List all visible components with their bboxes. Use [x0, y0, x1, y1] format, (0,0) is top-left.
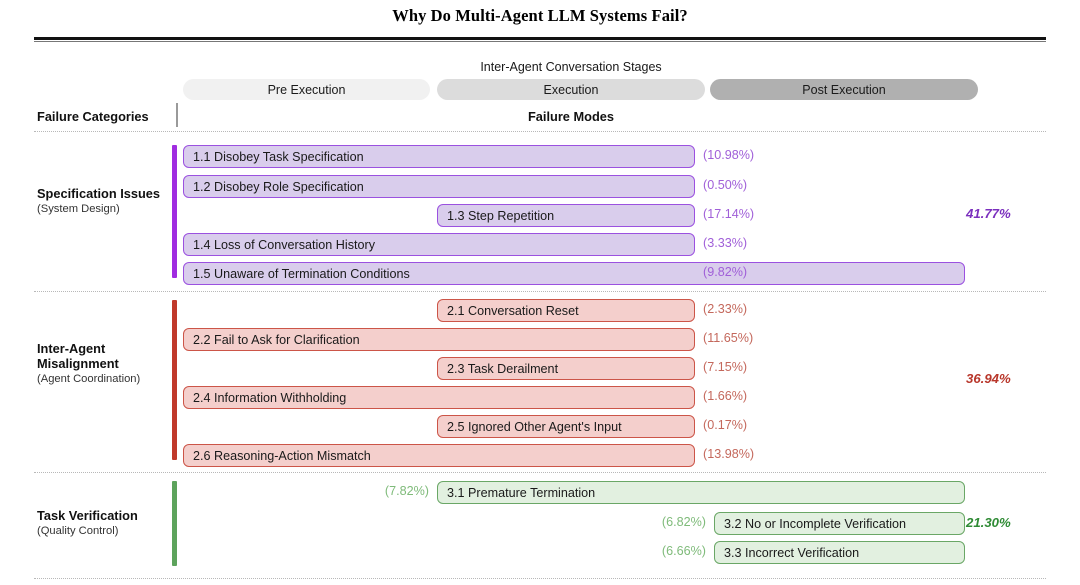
failure-mode-pct-2-2: (11.65%)	[703, 331, 754, 345]
failure-mode-bar-1-4[interactable]: 1.4 Loss of Conversation History	[183, 233, 695, 256]
failure-mode-label: 1.2 Disobey Role Specification	[193, 179, 364, 194]
failure-mode-pct-2-6: (13.98%)	[703, 447, 755, 461]
failure-mode-bar-1-1[interactable]: 1.1 Disobey Task Specification	[183, 145, 695, 168]
failure-mode-label: 2.5 Ignored Other Agent's Input	[447, 419, 622, 434]
failure-mode-label: 1.5 Unaware of Termination Conditions	[193, 266, 410, 281]
failure-mode-pct-2-5: (0.17%)	[703, 418, 748, 432]
category-total-specification: 41.77%	[966, 206, 1011, 221]
failure-mode-bar-3-2[interactable]: 3.2 No or Incomplete Verification	[714, 512, 965, 535]
failure-mode-pct-3-2: (6.82%)	[661, 515, 706, 529]
stage-pill-pre-execution: Pre Execution	[183, 79, 430, 100]
failure-mode-label: 2.6 Reasoning-Action Mismatch	[193, 448, 371, 463]
category-name: Specification Issues	[37, 186, 161, 201]
section-divider-2	[34, 472, 1046, 473]
section-divider-1	[34, 291, 1046, 292]
failure-mode-pct-1-1: (10.98%)	[703, 148, 755, 162]
failure-mode-label: 1.4 Loss of Conversation History	[193, 237, 375, 252]
category-subtitle: (System Design)	[37, 203, 120, 215]
category-total-misalignment: 36.94%	[966, 371, 1011, 386]
failure-mode-pct-1-5: (9.82%)	[703, 265, 748, 279]
failure-mode-pct-1-4: (3.33%)	[703, 236, 748, 250]
failure-mode-label: 2.4 Information Withholding	[193, 390, 347, 405]
failure-mode-bar-1-2[interactable]: 1.2 Disobey Role Specification	[183, 175, 695, 198]
category-name: Task Verification	[37, 508, 138, 523]
header-divider-vertical	[176, 103, 178, 127]
failure-mode-label: 3.1 Premature Termination	[447, 485, 596, 500]
category-label-inter-agent-misalignment: Inter-Agent Misalignment (Agent Coordina…	[37, 341, 177, 386]
page-title: Why Do Multi-Agent LLM Systems Fail?	[392, 6, 688, 25]
failure-modes-header: Failure Modes	[527, 109, 615, 124]
failure-mode-pct-1-2: (0.50%)	[703, 178, 748, 192]
failure-mode-bar-2-2[interactable]: 2.2 Fail to Ask for Clarification	[183, 328, 695, 351]
failure-mode-label: 2.3 Task Derailment	[447, 361, 559, 376]
category-total-verification: 21.30%	[966, 515, 1011, 530]
failure-mode-bar-1-3[interactable]: 1.3 Step Repetition	[437, 204, 695, 227]
title-divider	[34, 37, 1046, 40]
stage-pill-post-execution: Post Execution	[710, 79, 978, 100]
stage-pill-execution: Execution	[437, 79, 705, 100]
category-subtitle: (Agent Coordination)	[37, 373, 141, 385]
section-divider-bottom	[34, 578, 1046, 579]
title-divider-thin	[34, 41, 1046, 42]
category-name: Inter-Agent Misalignment	[37, 341, 119, 371]
category-accent-bar-specification	[172, 145, 177, 278]
failure-mode-bar-2-1[interactable]: 2.1 Conversation Reset	[437, 299, 695, 322]
failure-mode-bar-3-1[interactable]: 3.1 Premature Termination	[437, 481, 965, 504]
failure-mode-label: 3.2 No or Incomplete Verification	[724, 516, 907, 531]
failure-mode-pct-3-1: (7.82%)	[384, 484, 429, 498]
stages-header-label: Inter-Agent Conversation Stages	[480, 60, 662, 74]
category-accent-bar-verification	[172, 481, 177, 566]
failure-mode-pct-2-3: (7.15%)	[703, 360, 748, 374]
category-label-specification-issues: Specification Issues (System Design)	[37, 186, 177, 216]
category-accent-bar-misalignment	[172, 300, 177, 460]
failure-mode-bar-3-3[interactable]: 3.3 Incorrect Verification	[714, 541, 965, 564]
category-label-task-verification: Task Verification (Quality Control)	[37, 508, 177, 538]
failure-mode-bar-2-5[interactable]: 2.5 Ignored Other Agent's Input	[437, 415, 695, 438]
failure-mode-bar-2-6[interactable]: 2.6 Reasoning-Action Mismatch	[183, 444, 695, 467]
failure-mode-label: 1.3 Step Repetition	[447, 208, 555, 223]
section-divider-top	[34, 131, 1046, 132]
failure-mode-label: 2.1 Conversation Reset	[447, 303, 579, 318]
failure-categories-header: Failure Categories	[37, 109, 149, 124]
category-subtitle: (Quality Control)	[37, 525, 119, 537]
failure-mode-bar-2-4[interactable]: 2.4 Information Withholding	[183, 386, 695, 409]
failure-mode-bar-2-3[interactable]: 2.3 Task Derailment	[437, 357, 695, 380]
failure-mode-pct-3-3: (6.66%)	[661, 544, 706, 558]
failure-mode-pct-2-1: (2.33%)	[703, 302, 748, 316]
failure-mode-label: 1.1 Disobey Task Specification	[193, 149, 364, 164]
failure-mode-pct-2-4: (1.66%)	[703, 389, 748, 403]
failure-mode-label: 2.2 Fail to Ask for Clarification	[193, 332, 360, 347]
failure-mode-bar-1-5[interactable]: 1.5 Unaware of Termination Conditions	[183, 262, 965, 285]
failure-mode-label: 3.3 Incorrect Verification	[724, 545, 860, 560]
failure-mode-pct-1-3: (17.14%)	[703, 207, 755, 221]
